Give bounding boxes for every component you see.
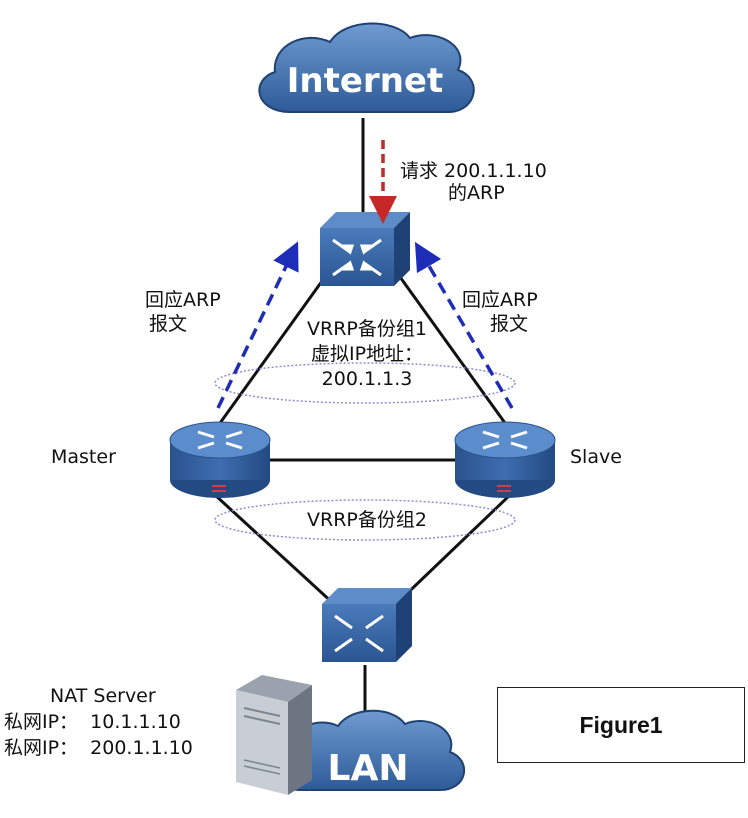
internet-cloud: Internet xyxy=(258,22,475,113)
nat-server-label: NAT Server 私网IP： 10.1.1.10 私网IP： 200.1.1… xyxy=(4,685,193,759)
vrrp-group2-ellipse xyxy=(214,499,516,541)
lan-cloud: LAN xyxy=(274,709,466,791)
slave-router-icon xyxy=(454,421,556,498)
arp-request-label: 请求 200.1.1.10 的ARP xyxy=(400,160,547,204)
master-router-icon xyxy=(169,421,271,498)
vrrp-group1-label: VRRP备份组1 虚拟IP地址： 200.1.1.3 xyxy=(307,318,427,390)
arp-reply-label-right: 回应ARP 报文 xyxy=(462,289,538,335)
slave-label: Slave xyxy=(570,446,622,468)
vrrp-group1-ellipse xyxy=(214,362,516,404)
vrrp-group2-label: VRRP备份组2 xyxy=(307,509,427,531)
figure-label: Figure1 xyxy=(579,711,663,738)
link-top-switch-slave xyxy=(393,269,512,431)
arp-reply-label-left: 回应ARP 报文 xyxy=(145,289,221,335)
internet-label: Internet xyxy=(287,61,443,101)
master-label: Master xyxy=(51,446,116,468)
link-master-bottom-switch xyxy=(213,493,337,607)
link-top-switch-master xyxy=(213,269,332,431)
network-links xyxy=(213,118,512,715)
lan-label: LAN xyxy=(328,748,409,789)
arp-reply-arrow-right xyxy=(414,241,514,409)
bottom-switch-icon xyxy=(322,588,412,662)
nat-server-icon xyxy=(236,675,312,795)
figure-caption-box: Figure1 xyxy=(497,687,745,763)
top-switch-icon xyxy=(320,212,410,286)
link-slave-bottom-switch xyxy=(393,493,512,607)
arp-reply-arrow-left xyxy=(216,241,299,409)
